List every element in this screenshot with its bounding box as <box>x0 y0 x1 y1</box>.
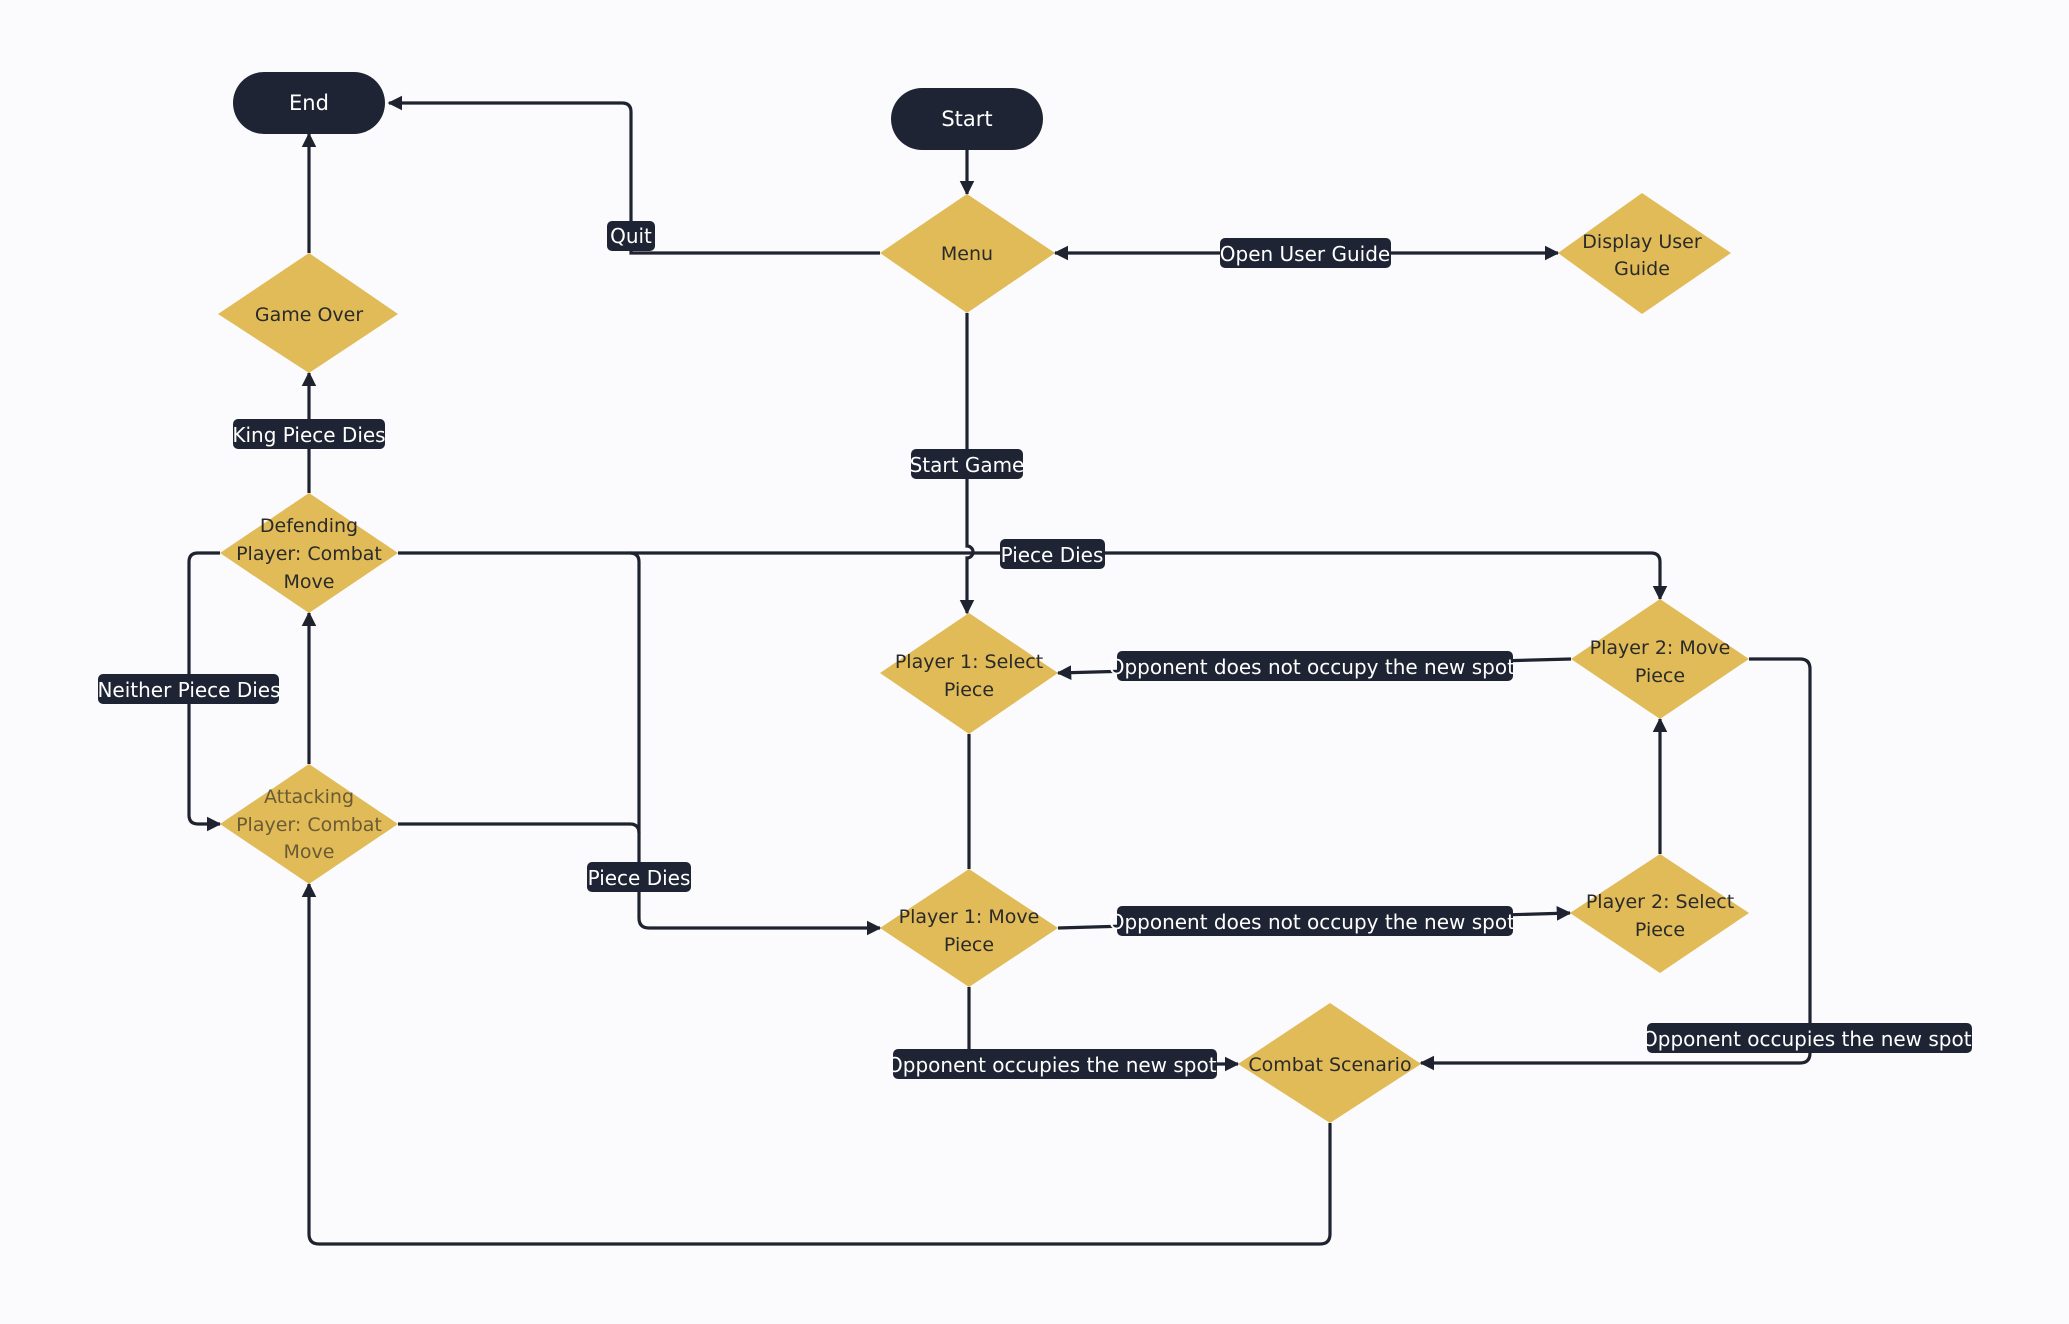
p1-move-decision: Player 1: Move Piece <box>880 869 1058 987</box>
start-terminal: Start <box>891 88 1043 150</box>
attacking-label-3: Move <box>284 841 335 863</box>
edge-label-p1-occupies: Opponent occupies the new spot. <box>887 1049 1223 1079</box>
edge-defending-merge <box>629 551 641 833</box>
edge-combat-attacking <box>301 882 1332 1246</box>
p1-select-label-1: Player 1: Select <box>895 651 1043 673</box>
p2-select-label-1: Player 2: Select <box>1586 891 1734 913</box>
p1-select-label-2: Piece <box>944 679 994 701</box>
p2-move-label-2: Piece <box>1635 665 1685 687</box>
defending-label-3: Move <box>284 571 335 593</box>
p1-move-label-2: Piece <box>944 934 994 956</box>
edge-menu-end <box>387 95 880 255</box>
edge-label-start-game: Start Game <box>910 449 1025 479</box>
p2-select-label-2: Piece <box>1635 919 1685 941</box>
edge-p2move-combat <box>1419 657 1812 1071</box>
end-terminal-label: End <box>289 91 329 115</box>
edge-label-p2-occupies-text: Opponent occupies the new spot. <box>1642 1027 1978 1051</box>
edge-label-piece-dies-bottom: Piece Dies <box>587 862 691 892</box>
combat-scenario-decision: Combat Scenario <box>1238 1003 1421 1123</box>
edge-label-neither-piece-dies: Neither Piece Dies <box>97 674 281 704</box>
edge-label-start-game-text: Start Game <box>910 453 1025 477</box>
defending-combat-decision: Defending Player: Combat Move <box>220 493 398 613</box>
p2-move-decision: Player 2: Move Piece <box>1571 599 1749 719</box>
edge-label-piece-dies-bottom-text: Piece Dies <box>588 866 691 890</box>
display-user-guide-label-2: Guide <box>1614 258 1670 280</box>
defending-label-1: Defending <box>260 515 358 537</box>
display-user-guide-decision: Display User Guide <box>1558 193 1731 314</box>
p1-move-label-1: Player 1: Move <box>899 906 1040 928</box>
edge-label-quit: Quit <box>607 221 655 251</box>
p2-select-decision: Player 2: Select Piece <box>1570 854 1749 973</box>
defending-label-2: Player: Combat <box>236 543 382 565</box>
edge-label-open-user-guide-text: Open User Guide <box>1220 242 1390 266</box>
attacking-label-1: Attacking <box>264 786 354 808</box>
edge-label-quit-text: Quit <box>610 224 652 248</box>
edge-label-piece-dies-top: Piece Dies <box>1000 539 1105 569</box>
end-terminal: End <box>233 72 385 134</box>
edge-label-p2-occupies: Opponent occupies the new spot. <box>1642 1023 1978 1053</box>
edge-label-p2-not-occupy-text: Opponent does not occupy the new spot. <box>1109 655 1522 679</box>
combat-scenario-label: Combat Scenario <box>1248 1054 1411 1076</box>
p2-move-label-1: Player 2: Move <box>1590 637 1731 659</box>
edge-label-p2-not-occupy: Opponent does not occupy the new spot. <box>1109 651 1522 681</box>
start-terminal-label: Start <box>941 107 992 131</box>
edge-label-neither-piece-dies-text: Neither Piece Dies <box>97 678 280 702</box>
edge-label-king-piece-dies-text: King Piece Dies <box>232 423 385 447</box>
edge-label-king-piece-dies: King Piece Dies <box>232 419 386 449</box>
edge-defending-p2move <box>398 551 1668 601</box>
edge-label-piece-dies-top-text: Piece Dies <box>1001 543 1104 567</box>
menu-decision: Menu <box>880 194 1055 313</box>
p1-select-decision: Player 1: Select Piece <box>880 613 1058 734</box>
attacking-label-2: Player: Combat <box>236 814 382 836</box>
menu-label: Menu <box>941 243 993 265</box>
game-over-decision: Game Over <box>218 253 398 373</box>
edge-label-p1-not-occupy: Opponent does not occupy the new spot. <box>1109 906 1522 936</box>
display-user-guide-label-1: Display User <box>1582 231 1702 253</box>
attacking-combat-decision: Attacking Player: Combat Move <box>220 764 398 884</box>
edge-label-p1-not-occupy-text: Opponent does not occupy the new spot. <box>1109 910 1522 934</box>
edge-label-open-user-guide: Open User Guide <box>1220 238 1391 268</box>
game-over-label: Game Over <box>255 304 363 326</box>
edge-label-p1-occupies-text: Opponent occupies the new spot. <box>887 1053 1223 1077</box>
